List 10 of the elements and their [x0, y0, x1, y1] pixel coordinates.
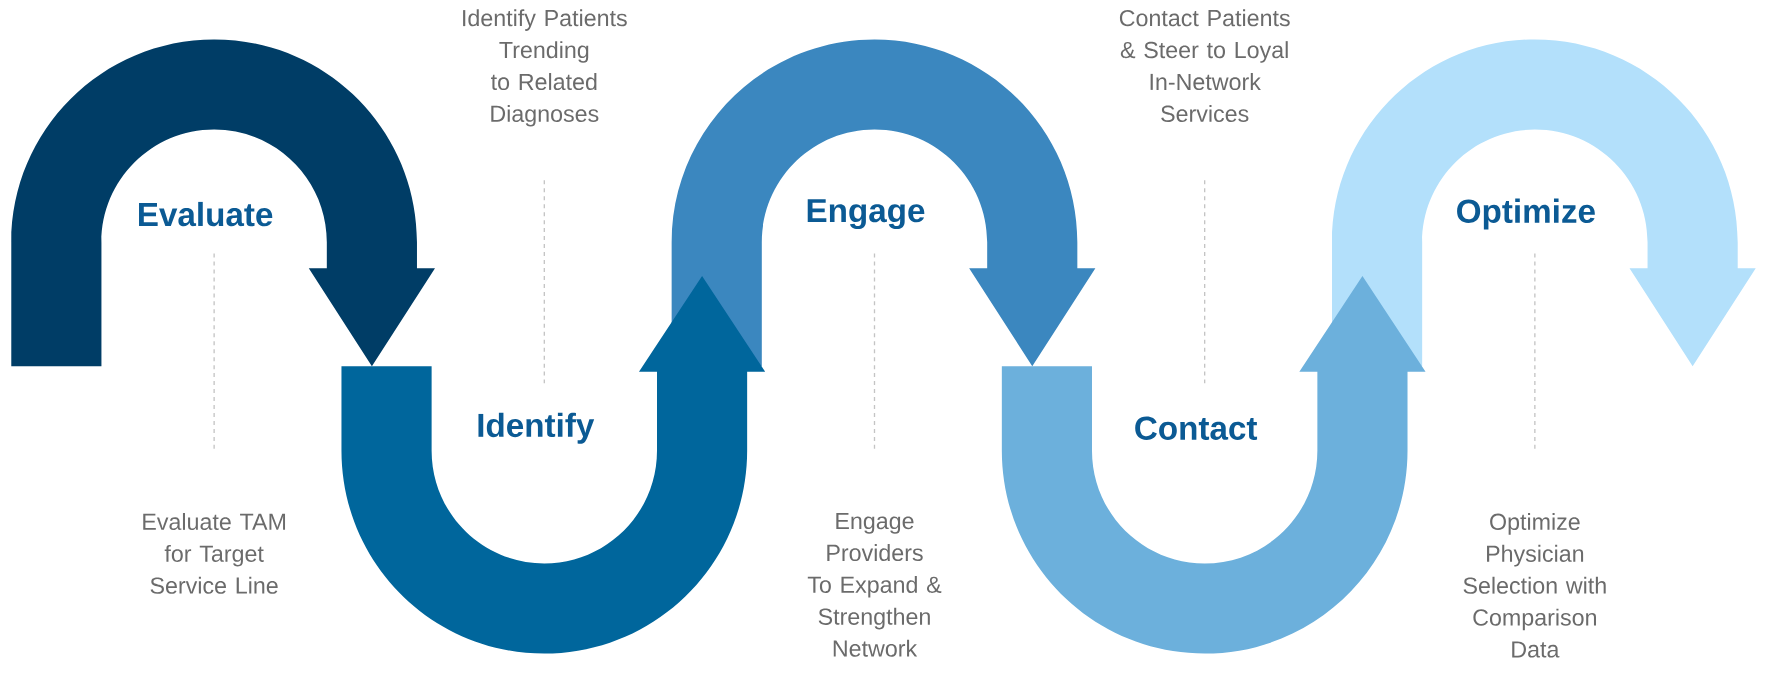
- arrow-segment: Optimize: [1332, 39, 1756, 367]
- arrow-segment: Evaluate: [11, 39, 435, 367]
- arrow-segment: Engage: [671, 39, 1096, 367]
- description-text: Optimize Physician Selection with Comparison Data: [1463, 513, 1606, 658]
- arrow-segment: Contact: [1001, 276, 1426, 654]
- description-text: Evaluate TAM for Target Service Line: [143, 513, 285, 594]
- arrow-segment: Identify: [341, 276, 766, 654]
- description-text: Engage Providers To Expand & Strengthen Network: [807, 513, 942, 657]
- description-text: Identify Patients Trending to Related Diagnoses: [463, 9, 627, 127]
- description-text: Contact Patients & Steer to Loyal In-Network Services: [1119, 9, 1290, 123]
